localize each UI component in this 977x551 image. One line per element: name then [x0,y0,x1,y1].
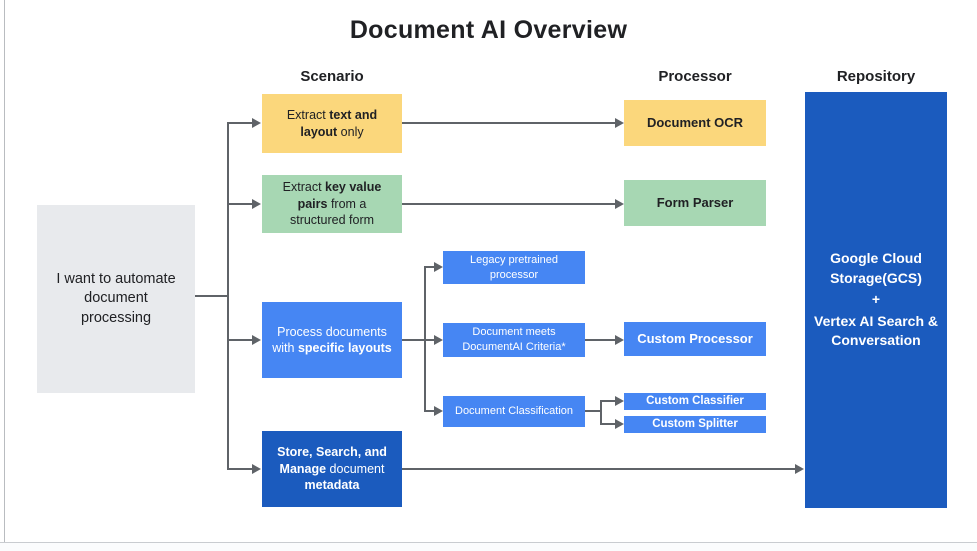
processor-node-custom-splitter: Custom Splitter [624,416,766,433]
connector-to-extract-kv [228,203,252,205]
documentai-criteria-label: Document meets DocumentAI Criteria* [462,326,566,353]
mid-node-legacy-pretrained-processor: Legacy pretrained processor [443,251,585,284]
arrowhead-classification [434,406,443,416]
arrowhead-custom-processor [615,335,624,345]
legacy-pretrained-label: Legacy pretrained processor [469,253,559,281]
connector-to-store-search [228,468,252,470]
connector-to-classifier [601,400,615,402]
scenario-node-store-search-manage: Store, Search, and Manage document metad… [262,431,402,507]
column-header-scenario: Scenario [300,68,364,85]
scenario-extract-kv-label: Extract key value pairs from a structure… [282,180,382,228]
connector-classification-stub [585,410,601,412]
scenario-specific-layouts-label: Process documents with specific layouts [272,324,392,356]
connector-store-to-repository [402,468,795,470]
mid-node-document-classification: Document Classification [443,396,585,427]
frame-bottom-border [0,542,977,543]
connector-to-extract-text [228,122,252,124]
connector-layouts-stub [402,339,425,341]
processor-node-custom-processor: Custom Processor [624,322,766,356]
connector-start-trunk [227,122,229,470]
scenario-node-extract-text-layout: Extract text and layout only [262,94,402,153]
connector-to-specific-layouts [228,339,252,341]
arrowhead-repository [795,464,804,474]
scenario-extract-text-label: Extract text and layout only [286,108,378,139]
start-node-label: I want to automate document processing [56,271,176,326]
scenario-node-specific-layouts: Process documents with specific layouts [262,302,402,378]
connector-to-criteria [425,339,434,341]
connector-text-to-ocr [402,122,615,124]
processor-node-document-ocr: Document OCR [624,100,766,146]
scenario-store-search-label: Store, Search, and Manage document metad… [277,445,387,493]
frame-left-border [4,0,5,543]
arrowhead-custom-splitter [615,419,624,429]
connector-to-legacy [425,266,434,268]
custom-processor-label: Custom Processor [637,331,753,347]
repository-node-gcs-vertex: Google Cloud Storage(GCS) + Vertex AI Se… [805,92,947,508]
processor-node-form-parser: Form Parser [624,180,766,226]
connector-kv-to-form-parser [402,203,615,205]
arrowhead-custom-classifier [615,396,624,406]
arrowhead-extract-kv [252,199,261,209]
mid-node-documentai-criteria: Document meets DocumentAI Criteria* [443,323,585,357]
arrowhead-extract-text [252,118,261,128]
arrowhead-store-search [252,464,261,474]
connector-criteria-to-custom [585,339,615,341]
column-header-repository: Repository [836,68,916,85]
arrowhead-document-ocr [615,118,624,128]
frame-below-strip [0,543,977,551]
arrowhead-criteria [434,335,443,345]
repository-line2: Vertex AI Search & Conversation [814,312,938,349]
document-classification-label: Document Classification [455,405,573,418]
arrowhead-legacy [434,262,443,272]
form-parser-label: Form Parser [656,195,734,211]
connector-to-classification [425,410,434,412]
column-header-processor: Processor [658,68,732,85]
arrowhead-specific-layouts [252,335,261,345]
custom-splitter-label: Custom Splitter [652,417,738,430]
connector-to-splitter [601,423,615,425]
connector-start-stub [195,295,228,297]
diagram-title: Document AI Overview [349,16,628,44]
custom-classifier-label: Custom Classifier [646,394,744,407]
arrowhead-form-parser [615,199,624,209]
processor-node-custom-classifier: Custom Classifier [624,393,766,410]
document-ocr-label: Document OCR [646,115,744,131]
start-node-automate-document-processing: I want to automate document processing [37,205,195,393]
connector-classification-trunk [600,400,602,425]
repository-line1: Google Cloud Storage(GCS) [830,250,922,286]
scenario-node-extract-key-value: Extract key value pairs from a structure… [262,175,402,233]
repository-plus: + [871,291,881,308]
